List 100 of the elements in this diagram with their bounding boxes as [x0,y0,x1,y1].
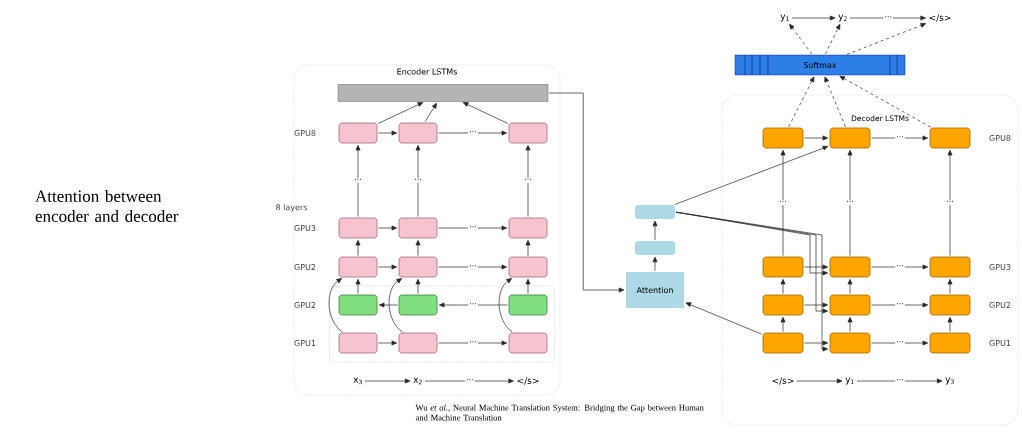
arrow [804,135,829,141]
arrow [849,15,926,21]
lstm-cell [762,332,804,354]
arrow [780,278,786,294]
arrow [355,144,361,217]
arrow [377,102,424,124]
edge-label: ··· [470,131,476,133]
arrow [871,302,929,308]
lstm-cell [929,127,971,149]
arrow [438,225,508,231]
arrow [847,278,853,294]
gpu-label: GPU2 [989,301,1011,309]
caption: Wu et al., Neural Machine Translation System: Bridging the Gap between Human and Machine Translation [415,404,704,421]
arrow [675,211,829,352]
dashed-arrow [824,76,846,128]
arrow [378,264,398,270]
arrow [791,15,836,21]
arrow [378,130,398,136]
arrow [438,264,508,270]
dashed-arrow [788,76,815,128]
lstm-cell [338,332,378,354]
edge-label: ··· [780,200,786,202]
arrow [364,378,411,384]
edge-label: ··· [470,303,476,305]
token-label: x$_{3}$ [353,377,362,385]
arrow [780,316,786,332]
lstm-cell [398,217,438,239]
edge-label: ··· [470,265,476,267]
arrow [525,278,531,294]
gpu-label: GPU8 [989,134,1011,142]
arrow [355,239,361,256]
arrow [438,340,508,346]
arrow [847,316,853,332]
dashed-arrow [825,23,841,55]
gpu-label: GPU1 [294,339,316,347]
arrow [548,92,625,293]
edge-label: ··· [466,379,473,381]
lstm-cell [829,294,871,316]
arrow [947,316,953,332]
lstm-cell [398,332,438,354]
gpu-label: GPU2 [294,301,316,309]
lstm-cell [508,294,548,316]
lstm-cell [338,217,378,239]
attention-box: Attention [626,272,684,308]
token-label: x$_{2}$ [413,377,422,385]
edge-label: ··· [897,265,903,267]
arrow [804,264,829,270]
lstm-cell [338,256,378,278]
arrow [415,144,421,217]
arrow [847,149,853,256]
arrow [947,278,953,294]
arrow [462,102,509,124]
token-label: </s> [772,377,794,385]
lstm-cell [829,332,871,354]
edge-label: ··· [897,136,903,138]
lstm-cell [508,122,548,144]
lstm-cell [508,256,548,278]
edge-label: ··· [897,379,903,381]
lstm-cell [762,294,804,316]
arrow [355,278,361,294]
gpu-label: GPU3 [294,224,316,232]
heading: Attention between encoder and decoder [35,190,179,222]
token-label: y$_{1}$ [780,14,789,22]
arrow [525,239,531,256]
lstm-cell [338,122,378,144]
lstm-cell [929,256,971,278]
dashed-arrow [789,23,813,55]
lstm-cell [829,256,871,278]
arrow [674,145,829,205]
lstm-cell [508,217,548,239]
arrow [378,302,398,308]
arrow [424,102,437,123]
edge-label: ··· [897,303,903,305]
lstm-cell [762,127,804,149]
layer-box [635,241,675,255]
gpu-label: GPU8 [294,129,316,137]
arrow [856,378,943,384]
arrow [685,302,763,335]
edge-label: ··· [897,341,903,343]
lstm-cell [762,256,804,278]
arrow [328,278,343,333]
edge-label: ··· [847,200,853,202]
edge-label: ··· [525,178,531,180]
lstm-cell [398,122,438,144]
arrow [871,264,929,270]
token-label: y$_{1}$ [845,377,854,385]
arrow [652,256,658,272]
gpu-label: GPU1 [989,339,1011,347]
arrow [796,378,843,384]
lstm-cell [929,294,971,316]
arrow [871,135,929,141]
arrow [652,220,658,241]
lstm-cell [338,294,378,316]
arrow [804,340,829,346]
arrow [438,302,508,308]
lstm-cell [508,332,548,354]
lstm-cell [398,256,438,278]
edge-label: ··· [470,226,476,228]
arrow [378,225,398,231]
arrow [424,378,514,384]
